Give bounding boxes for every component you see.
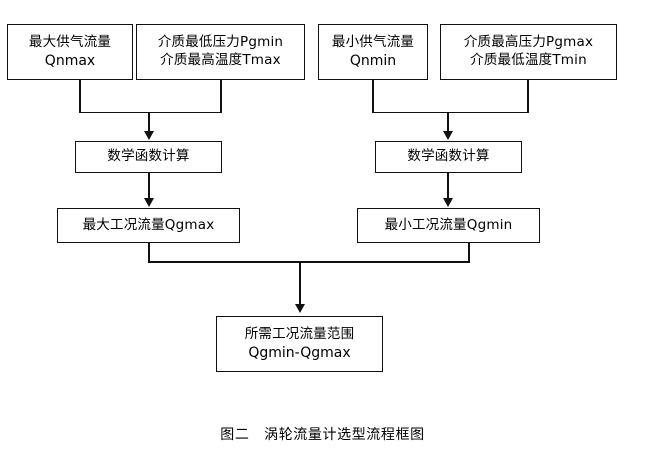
node-calc-left-line1: 数学函数计算	[107, 148, 190, 165]
connector-bottom-merge-stem	[299, 261, 301, 306]
node-input-pgmin-tmax-line2: 介质最高温度Tmax	[160, 52, 281, 68]
node-input-qnmax-line1: 最大供气流量	[28, 33, 112, 50]
connector-qgmax-down	[148, 243, 150, 263]
node-input-qnmin-line1: 最小供气流量	[331, 33, 415, 50]
connector-left-merge-stem	[148, 111, 150, 133]
arrowhead-into-qgmin	[442, 198, 453, 207]
node-input-qnmin-line2: Qnmin	[349, 52, 397, 69]
arrowhead-into-calc-left	[143, 131, 154, 140]
node-input-pgmax-tmin-line2: 介质最低温度Tmin	[470, 52, 587, 68]
connector-qnmax-down	[79, 80, 81, 113]
node-input-pgmin-tmax-line1: 介质最低压力Pgmin	[157, 34, 284, 51]
arrowhead-into-qgmax	[143, 198, 154, 207]
connector-pgmin-tmax-down	[220, 80, 222, 113]
arrowhead-into-calc-right	[442, 131, 453, 140]
connector-left-merge-bar	[79, 111, 221, 114]
arrowhead-into-final-range	[294, 304, 305, 313]
connector-calc-right-to-qgmin	[447, 173, 449, 199]
connector-qgmin-down	[468, 243, 470, 263]
node-input-qnmax-line2: Qnmax	[44, 52, 96, 69]
node-final-range: 所需工况流量范围 Qgmin-Qgmax	[216, 316, 383, 372]
figure-caption: 图二 涡轮流量计选型流程框图	[220, 427, 425, 443]
connector-pgmax-tmin-down	[527, 80, 529, 113]
connector-right-merge-bar	[372, 111, 528, 114]
node-result-qgmax: 最大工况流量Qgmax	[57, 208, 240, 243]
node-input-pgmin-tmax: 介质最低压力Pgmin 介质最高温度Tmax	[136, 24, 305, 80]
connector-bottom-merge-bar	[148, 261, 469, 263]
connector-right-merge-stem	[447, 111, 449, 133]
node-input-pgmax-tmin-line1: 介质最高压力Pgmax	[463, 34, 594, 51]
node-input-qnmax: 最大供气流量 Qnmax	[7, 24, 133, 80]
connector-calc-left-to-qgmax	[148, 173, 150, 199]
node-input-pgmax-tmin: 介质最高压力Pgmax 介质最低温度Tmin	[440, 24, 617, 80]
node-final-range-line2: Qgmin-Qgmax	[248, 344, 351, 361]
node-calc-right-line1: 数学函数计算	[407, 148, 490, 165]
node-calc-right: 数学函数计算	[375, 141, 522, 173]
connector-qnmin-down	[372, 80, 374, 113]
node-result-qgmin: 最小工况流量Qgmin	[357, 208, 540, 243]
node-result-qgmax-line1: 最大工况流量Qgmax	[82, 216, 215, 233]
node-final-range-line1: 所需工况流量范围	[244, 325, 355, 342]
node-input-qnmin: 最小供气流量 Qnmin	[318, 24, 428, 80]
node-calc-left: 数学函数计算	[75, 141, 222, 173]
node-result-qgmin-line1: 最小工况流量Qgmin	[384, 216, 513, 233]
